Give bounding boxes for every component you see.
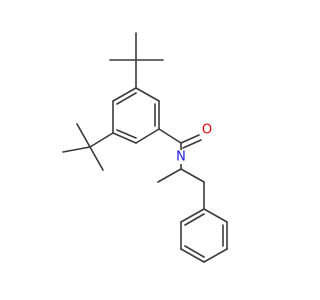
tert-butyl-group-top xyxy=(109,32,164,89)
benzene-ring-lower xyxy=(180,208,228,263)
methyl-bond xyxy=(157,168,182,183)
structure-diagram: O N xyxy=(62,32,228,263)
oxygen-label: O xyxy=(202,123,212,138)
bond xyxy=(89,132,114,148)
carbonyl-double-bond xyxy=(180,134,200,144)
bond xyxy=(112,87,137,102)
amide-group xyxy=(157,128,205,210)
bond xyxy=(135,128,160,144)
bond xyxy=(76,123,91,148)
bond xyxy=(89,146,104,171)
bond xyxy=(184,213,205,226)
bond xyxy=(116,129,137,139)
carbonyl-double-bond xyxy=(182,139,202,149)
nitrogen-label: N xyxy=(176,150,186,165)
bond xyxy=(112,132,137,144)
bond xyxy=(180,168,205,183)
nitrogen-atom: N xyxy=(174,150,188,165)
bond xyxy=(135,87,160,102)
bond xyxy=(203,208,228,223)
tert-butyl-group-left xyxy=(62,123,114,171)
oxygen-atom: O xyxy=(199,122,215,138)
benzene-ring-upper xyxy=(112,87,160,144)
bond xyxy=(180,208,205,223)
bond xyxy=(203,248,228,263)
bond xyxy=(158,128,182,144)
bond xyxy=(116,92,137,105)
bond xyxy=(62,146,91,153)
bond xyxy=(184,245,205,258)
bond xyxy=(180,248,205,263)
